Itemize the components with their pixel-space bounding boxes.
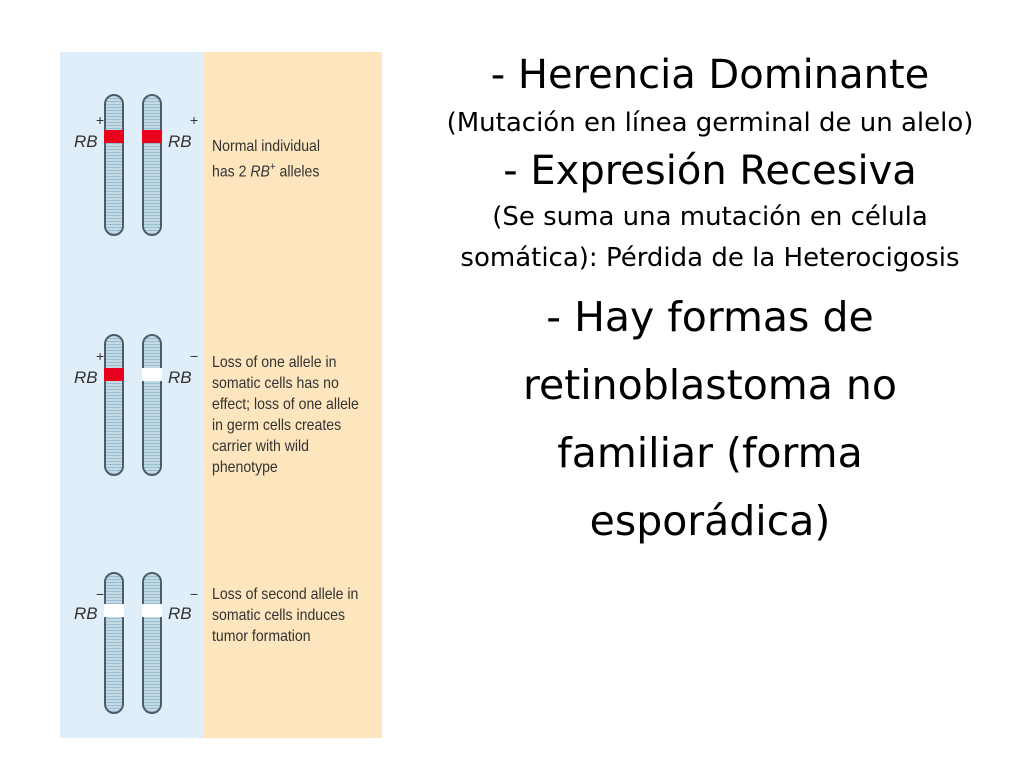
rb-label-left-row3: RB	[74, 604, 98, 623]
description-row3: Loss of second allele in somatic cells i…	[212, 586, 359, 645]
rb-label-left-row1: RB	[74, 132, 98, 151]
description-row2: Loss of one allele in somatic cells has …	[212, 354, 359, 476]
rb-label-right-row2: RB	[168, 368, 192, 387]
subtext-mutacion-germinal: (Mutación en línea germinal de un alelo)	[446, 108, 974, 138]
subtext-mutacion-somatica: (Se suma una mutación en célula somática…	[460, 202, 960, 273]
chromosome-left-row2	[104, 334, 124, 476]
chromosome-panel	[60, 52, 204, 738]
allele-sign-right-row1: +	[190, 112, 199, 128]
allele-normal	[104, 130, 124, 143]
heading-retinoblastoma-esporadico: - Hay formas de retinoblastoma no famili…	[523, 293, 897, 545]
description-panel	[204, 52, 382, 738]
description-row1-line2: has 2 RB+ alleles	[212, 157, 379, 182]
heading-expresion-recesiva: - Expresión Recesiva	[503, 148, 917, 194]
desc-text: alleles	[275, 163, 320, 181]
rb-label-left-row2: RB	[74, 368, 98, 387]
slide-text: - Herencia Dominante (Mutación en línea …	[400, 46, 1020, 555]
desc-sup: +	[269, 161, 276, 173]
allele-sign-right-row2: −	[190, 348, 199, 364]
allele-normal	[142, 130, 162, 143]
allele-sign-left-row3: −	[96, 586, 105, 602]
description-row1: Normal individual has 2 RB+ alleles	[212, 136, 379, 182]
heading-herencia-dominante: - Herencia Dominante	[490, 52, 930, 98]
desc-gene: RB	[250, 163, 270, 181]
chromosome-right-row1	[142, 94, 162, 236]
description-row1-line1: Normal individual	[212, 138, 320, 155]
allele-sign-left-row1: +	[96, 112, 105, 128]
allele-normal	[104, 368, 124, 381]
allele-lost	[142, 368, 162, 381]
rb-label-right-row3: RB	[168, 604, 192, 623]
allele-sign-left-row2: +	[96, 348, 105, 364]
chromosome-right-row3	[142, 572, 162, 714]
rb-label-right-row1: RB	[168, 132, 192, 151]
allele-lost	[142, 604, 162, 617]
allele-lost	[104, 604, 124, 617]
allele-sign-right-row3: −	[190, 586, 199, 602]
desc-text: has 2	[212, 163, 251, 181]
chromosome-right-row2	[142, 334, 162, 476]
chromosome-left-row3	[104, 572, 124, 714]
chromosome-left-row1	[104, 94, 124, 236]
retinoblastoma-figure: RB + RB + Normal individual has 2 RB+ al…	[60, 52, 382, 738]
